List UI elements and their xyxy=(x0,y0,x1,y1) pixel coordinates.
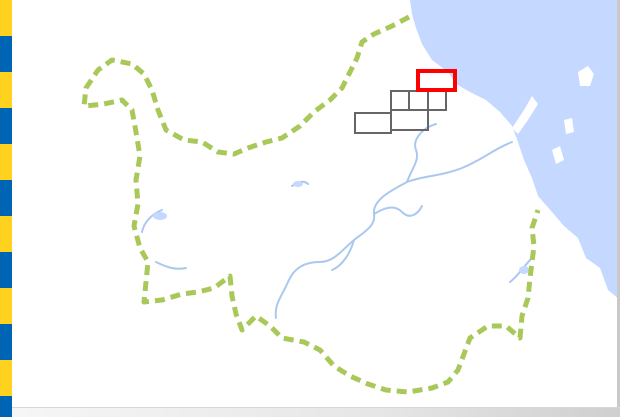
grid-cell[interactable] xyxy=(354,112,392,134)
coast-inlet xyxy=(552,146,564,164)
grid-cell[interactable] xyxy=(427,90,447,111)
coast-inlet xyxy=(564,118,574,134)
map-canvas[interactable] xyxy=(12,0,620,408)
left-color-strip xyxy=(0,0,12,417)
river-branch xyxy=(155,261,187,270)
lake xyxy=(519,266,529,274)
region-boundary xyxy=(81,14,541,395)
strip-segment xyxy=(0,360,12,396)
strip-segment xyxy=(0,72,12,108)
strip-segment xyxy=(0,216,12,252)
map-sheet-grid xyxy=(354,90,447,134)
strip-segment xyxy=(0,36,12,72)
island xyxy=(578,66,594,86)
main-river xyxy=(274,141,513,319)
grid-cell[interactable] xyxy=(390,90,410,111)
grid-cell[interactable] xyxy=(390,109,429,131)
strip-segment xyxy=(0,252,12,288)
strip-segment xyxy=(0,144,12,180)
river-branch xyxy=(331,239,355,271)
strip-segment xyxy=(0,324,12,360)
selected-map-sheet[interactable] xyxy=(416,69,457,92)
sea-area xyxy=(410,0,620,300)
strip-segment xyxy=(0,108,12,144)
river-branch xyxy=(406,123,437,183)
strip-segment xyxy=(0,0,12,36)
strip-segment xyxy=(0,288,12,324)
river-branch xyxy=(141,209,163,233)
strip-segment xyxy=(0,180,12,216)
peninsula xyxy=(512,96,538,134)
river-network xyxy=(141,123,533,319)
river-branch xyxy=(373,205,423,217)
right-frame-edge xyxy=(617,0,620,408)
grid-cell[interactable] xyxy=(408,90,429,111)
strip-segment xyxy=(0,396,12,417)
lake xyxy=(293,181,303,187)
bottom-scroll-bar[interactable] xyxy=(12,407,620,417)
lake xyxy=(153,212,167,220)
